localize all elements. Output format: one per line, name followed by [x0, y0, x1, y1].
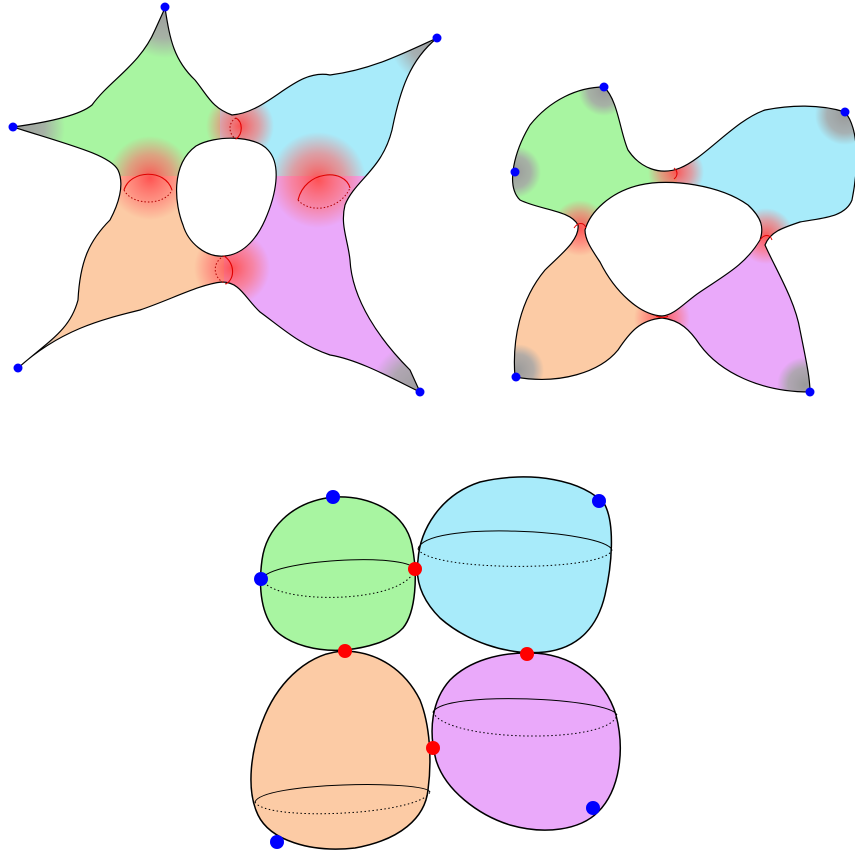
- figure-b-hole: [584, 181, 763, 317]
- figure-thin-necks: [8, 2, 442, 397]
- sphere-green-equator-front: [261, 559, 416, 580]
- neck-circle-left-back: [123, 189, 173, 203]
- marked-point-left: [510, 167, 520, 177]
- sphere-orange: [250, 650, 431, 850]
- marked-point-right: [840, 107, 850, 117]
- sphere-cyan-equator-front: [417, 530, 613, 551]
- neck-circle-top: [673, 167, 678, 180]
- cusp-gray-bottom-right: [777, 357, 833, 392]
- region-green: [13, 8, 220, 176]
- figure-b-outline: [512, 86, 855, 393]
- figure-a-outline: [12, 5, 438, 394]
- marked-point-top: [599, 82, 609, 92]
- cusp-gray-bottom-right: [370, 342, 437, 392]
- marked-point-left: [8, 122, 18, 132]
- sphere-green-equator-back: [261, 568, 416, 598]
- neck-circle-right: [759, 235, 773, 241]
- neck-circle-left: [123, 173, 173, 191]
- figure-a-hole: [176, 137, 277, 257]
- neck-circle-right-back: [297, 187, 351, 209]
- figure-nodal-spheres: [250, 476, 621, 850]
- neck-circle-bottom: [655, 315, 669, 318]
- sphere-purple-equator-front: [432, 698, 618, 716]
- sphere-orange-equator-front: [254, 784, 431, 803]
- marked-point-bottom-right: [415, 387, 425, 397]
- marked-point-cyan: [592, 494, 606, 508]
- neck-circle-bottom: [223, 255, 234, 285]
- neck-circle-left: [573, 223, 587, 229]
- node-green-cyan: [408, 562, 422, 576]
- neck-circle-bottom-back: [214, 255, 227, 285]
- node-cyan-purple: [520, 647, 534, 661]
- sphere-cyan: [416, 476, 613, 654]
- marked-point-orange: [270, 835, 284, 849]
- neck-circle-top: [235, 117, 242, 140]
- figure-pinched-necks: [510, 82, 855, 397]
- sphere-purple: [431, 652, 621, 831]
- marked-point-green-top: [326, 490, 340, 504]
- neck-glow-right: [270, 132, 366, 228]
- sphere-cyan-equator-back: [417, 548, 613, 567]
- marked-point-bottom-left: [13, 363, 23, 373]
- marked-point-bottom-left: [511, 372, 521, 382]
- neck-circle-right: [297, 174, 351, 201]
- neck-glow-left: [108, 136, 192, 220]
- marked-point-bottom-right: [805, 387, 815, 397]
- sphere-green: [259, 496, 416, 652]
- marked-point-purple: [586, 801, 600, 815]
- node-orange-purple: [426, 741, 440, 755]
- node-green-orange: [338, 644, 352, 658]
- cusp-gray-bottom-left: [512, 344, 544, 392]
- marked-point-top: [160, 2, 170, 12]
- marked-point-right: [432, 33, 442, 43]
- sphere-orange-equator-back: [254, 791, 431, 815]
- marked-point-green-left: [254, 572, 268, 586]
